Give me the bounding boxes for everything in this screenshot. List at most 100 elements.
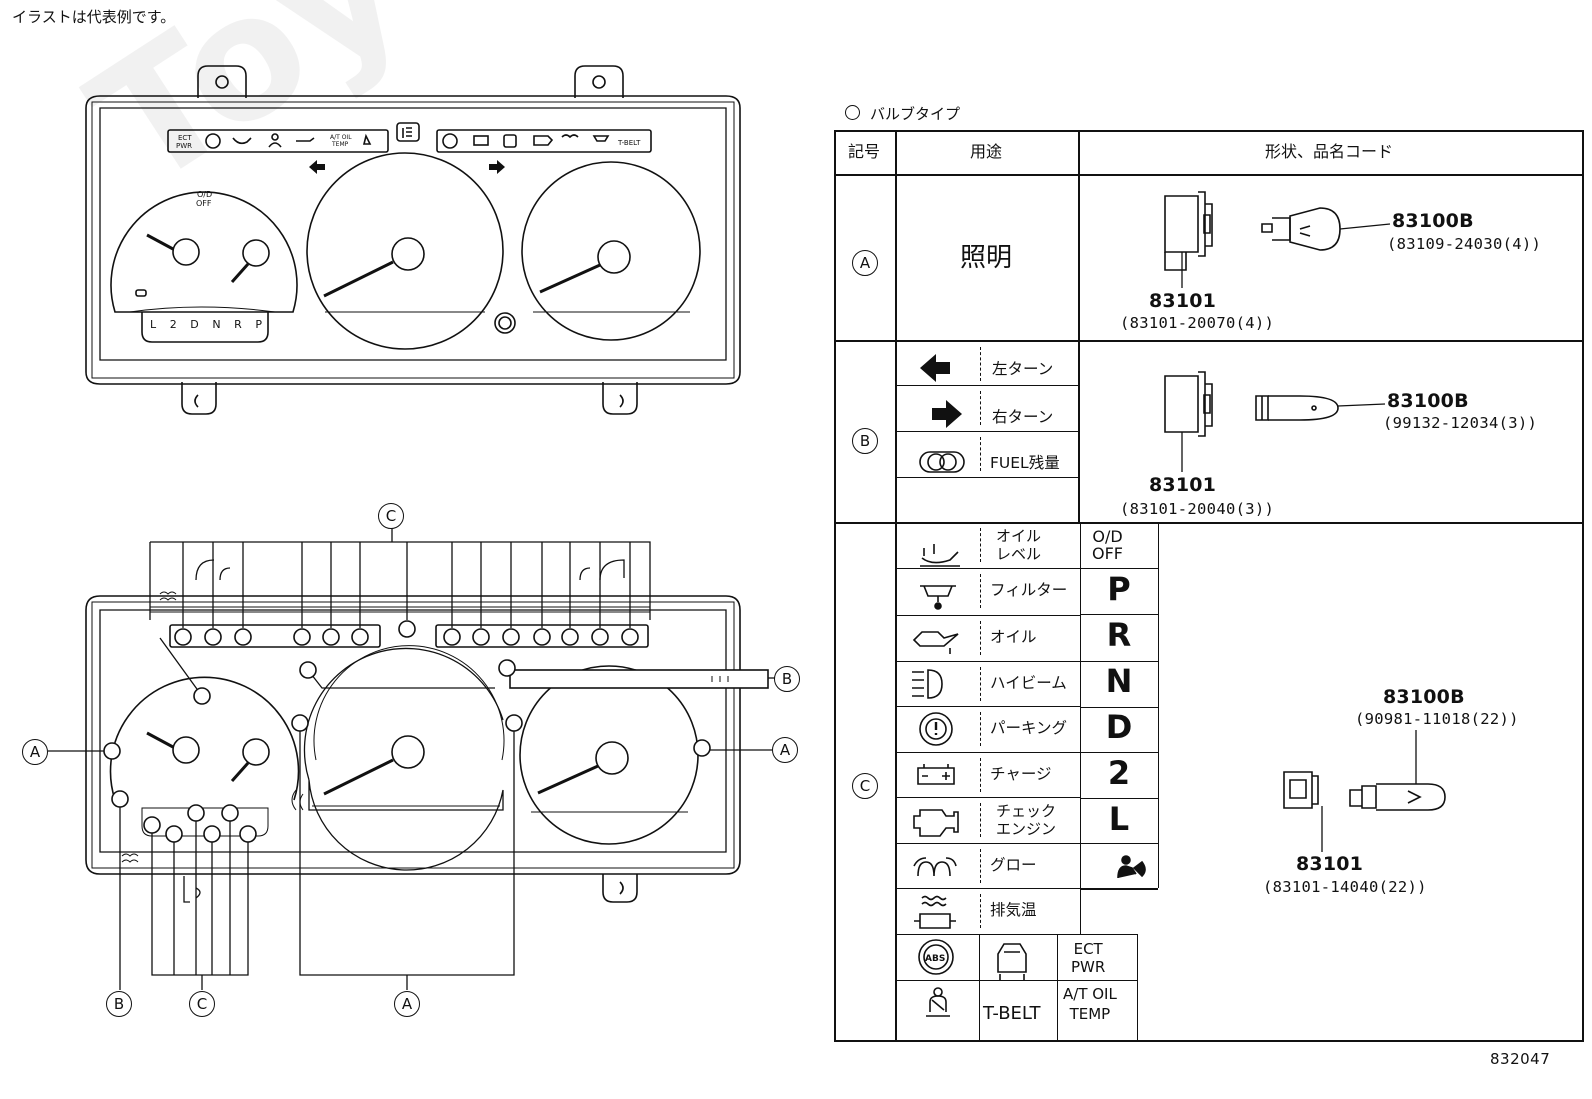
row-c-item-divider (897, 615, 1080, 617)
bulb-socket (398, 620, 416, 638)
svg-text:PWR: PWR (176, 142, 192, 150)
exhaust-right-border (1080, 888, 1082, 934)
bulb-socket (443, 628, 461, 646)
bulb-socket (234, 628, 252, 646)
bulb-socket (221, 804, 239, 822)
bulb-socket (291, 714, 309, 732)
row-a-divider (834, 340, 1584, 342)
indicator-divider (1080, 661, 1158, 663)
bulb-socket (561, 628, 579, 646)
row-b-socket-code: (83101-20040(3)) (1120, 500, 1275, 518)
callout-c-top: C (378, 503, 404, 529)
row-c-item-divider (897, 568, 1080, 570)
svg-text:OFF: OFF (196, 199, 212, 208)
gear-strip: L 2 D N R P (150, 318, 262, 331)
row-c-item-divider (897, 752, 1080, 754)
callout-a-bottom: A (394, 991, 420, 1017)
bulb-socket (165, 825, 183, 843)
bulb-socket (293, 628, 311, 646)
row-b-symbol: B (852, 428, 878, 454)
row-c-dashed-divider (980, 758, 981, 792)
row-b-item-divider (897, 385, 1078, 387)
bulb-socket (143, 816, 161, 834)
indicator-divider (1080, 889, 1158, 891)
row-a-bulb-part: 83100B (1392, 210, 1474, 232)
row-c-item-divider (897, 797, 1080, 799)
callout-b-bottom: B (106, 991, 132, 1017)
indicator-divider (1080, 707, 1158, 709)
indicator-l: L (1108, 800, 1130, 838)
row-b-bulb-code: (99132-12034(3)) (1383, 414, 1538, 432)
legend-label: バルブタイプ (870, 105, 961, 123)
row-b-dashed-divider (980, 437, 981, 471)
bottom-grid-col2 (1057, 934, 1059, 1042)
bulb-socket (351, 628, 369, 646)
callout-a-right: A (772, 737, 798, 763)
bulb-socket (505, 714, 523, 732)
document-number: 832047 (1490, 1050, 1551, 1068)
indicator-d: D (1105, 708, 1133, 746)
bulb-socket (498, 659, 516, 677)
illustration-note: イラストは代表例です。 (12, 8, 176, 26)
bottom-grid-col1 (979, 934, 981, 1042)
header-shape: 形状、品名コード (1265, 142, 1394, 161)
row-c-dashed-divider (980, 803, 981, 837)
indicator-2: 2 (1107, 754, 1131, 792)
indicator-r: R (1106, 616, 1132, 654)
bulb-socket (103, 742, 121, 760)
col-symbol-divider (895, 130, 897, 1042)
gear-2: 2 (169, 318, 177, 331)
indicator-n: N (1105, 662, 1133, 700)
bulb-table (834, 130, 1584, 1042)
header-usage: 用途 (970, 142, 1003, 161)
row-b-item-divider (897, 477, 1078, 479)
row-a-usage: 照明 (960, 243, 1013, 273)
gear-n: N (212, 318, 221, 331)
indicator-p: P (1107, 570, 1131, 608)
row-b-bulb-part: 83100B (1387, 390, 1469, 412)
row-c-item-divider (897, 888, 1080, 890)
row-a-bulb-code: (83109-24030(4)) (1387, 235, 1542, 253)
bulb-socket (502, 628, 520, 646)
row-c-socket-code: (83101-14040(22)) (1263, 878, 1427, 896)
row-c-item-label: ハイビーム (990, 674, 1067, 692)
bulb-socket (111, 790, 129, 808)
bulb-socket (533, 628, 551, 646)
gear-r: R (234, 318, 242, 331)
row-b-socket-part: 83101 (1149, 474, 1217, 496)
row-c-symbol: C (852, 773, 878, 799)
row-a-socket-part: 83101 (1149, 290, 1217, 312)
indicator-divider (1080, 752, 1158, 754)
svg-text:O/D: O/D (197, 190, 212, 199)
bottom-grid-col3 (1137, 934, 1139, 1042)
indicator-divider (1080, 568, 1158, 570)
bulb-socket (621, 628, 639, 646)
cluster-diagram: ECT PWR A/T OIL TEMP T-BELT O/D (48, 65, 776, 990)
bulb-socket (204, 628, 222, 646)
bulb-socket (693, 739, 711, 757)
callout-b-right: B (774, 666, 800, 692)
gear-p: P (255, 318, 262, 331)
row-b-item-divider (897, 431, 1078, 433)
indicator-od-off: O/D OFF (1092, 527, 1123, 563)
row-c-dashed-divider (980, 849, 981, 883)
svg-text:A/T OIL: A/T OIL (330, 134, 352, 141)
indicator-divider (1080, 614, 1158, 616)
row-c-item-divider (897, 843, 1080, 845)
row-c-item-divider (897, 661, 1080, 663)
row-b-item-fuel: FUEL残量 (990, 454, 1060, 472)
row-b-item-left-turn: 左ターン (992, 360, 1054, 378)
row-c-dashed-divider (980, 894, 981, 928)
row-a-symbol: A (852, 250, 878, 276)
row-c-item-label: オイル レベル (996, 527, 1042, 563)
row-c-item-label: フィルター (990, 581, 1068, 599)
bulb-socket (187, 804, 205, 822)
indicator-divider (1080, 798, 1158, 800)
top-cluster: ECT PWR A/T OIL TEMP T-BELT O/D (85, 65, 741, 415)
indicator-col-right (1158, 522, 1160, 888)
row-c-dashed-divider (980, 667, 981, 701)
bulb-socket (299, 661, 317, 679)
row-c-item-divider (897, 706, 1080, 708)
bulb-socket (174, 628, 192, 646)
